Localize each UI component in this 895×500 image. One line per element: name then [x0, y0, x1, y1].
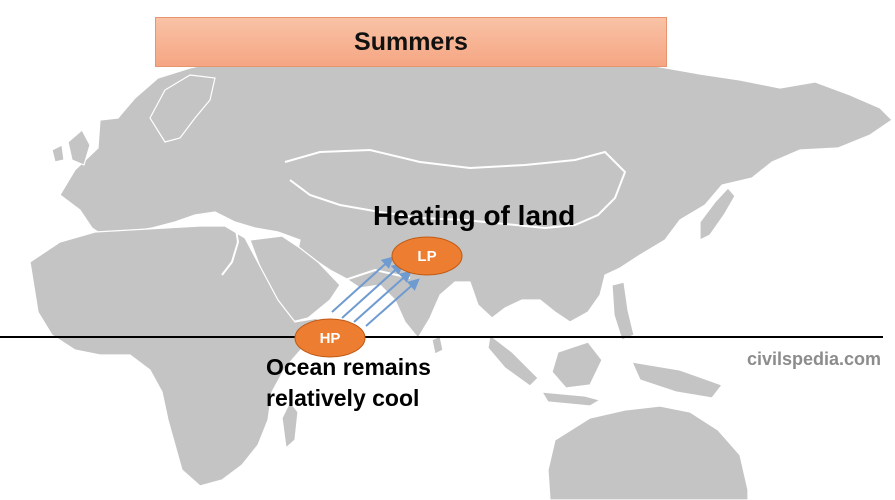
ocean-cool-label: Ocean remains relatively cool	[266, 352, 506, 414]
title-banner: Summers	[155, 17, 667, 67]
wind-arrow	[353, 270, 412, 323]
page-title: Summers	[354, 27, 468, 56]
ocean-label-line: Ocean remains	[266, 354, 431, 380]
ireland-landmass	[51, 144, 65, 163]
sumatra-landmass	[487, 333, 539, 387]
wind-arrow	[331, 256, 394, 313]
ocean-label-line: relatively cool	[266, 385, 420, 411]
wind-arrow	[365, 278, 420, 327]
wind-arrow	[341, 262, 404, 319]
monsoon-wind-arrows	[331, 256, 420, 327]
borneo-landmass	[551, 341, 603, 389]
java-landmass	[540, 391, 602, 407]
high-pressure-marker: HP	[294, 318, 366, 358]
world-map	[29, 47, 893, 500]
british-isles-landmass	[67, 129, 91, 166]
land-heating-label: Heating of land	[373, 200, 576, 231]
low-pressure-marker: LP	[391, 236, 463, 276]
new-guinea-landmass	[630, 361, 723, 399]
philippines-landmass	[611, 281, 635, 341]
australia-landmass	[547, 405, 749, 500]
madagascar-landmass	[281, 400, 299, 450]
high-pressure-label: HP	[320, 330, 341, 347]
scandinavia-landmass	[149, 74, 216, 143]
japan-landmass	[699, 187, 736, 241]
map-interior-lines	[221, 148, 627, 281]
low-pressure-label: LP	[417, 248, 436, 265]
watermark: civilspedia.com	[747, 349, 882, 369]
africa-landmass	[29, 225, 320, 487]
